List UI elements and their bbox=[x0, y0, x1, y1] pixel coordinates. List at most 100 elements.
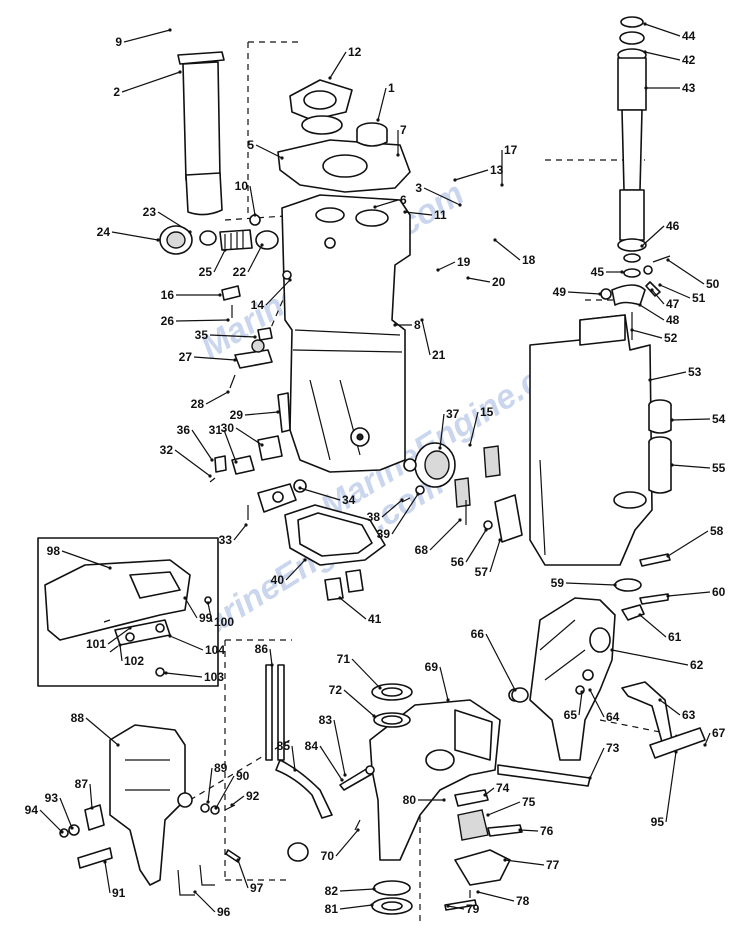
leader-line-15 bbox=[469, 411, 479, 446]
leader-line-85 bbox=[291, 745, 296, 771]
leader-arrow-25 bbox=[223, 248, 227, 252]
leader-line-14 bbox=[265, 279, 291, 306]
leader-arrow-28 bbox=[226, 390, 230, 394]
leader-arrow-41 bbox=[338, 596, 342, 600]
leader-arrow-17 bbox=[500, 183, 504, 187]
callout-label-50: 50 bbox=[706, 277, 720, 291]
leader-line-78 bbox=[477, 891, 515, 902]
callout-label-85: 85 bbox=[277, 739, 291, 753]
leader-arrow-67 bbox=[703, 743, 707, 747]
leader-arrow-104 bbox=[168, 634, 172, 638]
leader-line-64 bbox=[589, 689, 605, 718]
gear-and-blocks bbox=[401, 442, 501, 525]
leader-arrow-74 bbox=[483, 793, 487, 797]
leader-line-36 bbox=[191, 429, 213, 461]
callout-label-27: 27 bbox=[179, 350, 193, 364]
exhaust-housing bbox=[281, 194, 411, 473]
springs-and-bracket bbox=[265, 664, 333, 819]
callout-label-88: 88 bbox=[71, 711, 85, 725]
callout-labels: 1235678910111213141516171819202122232425… bbox=[25, 29, 726, 919]
leader-line-35 bbox=[209, 334, 256, 338]
callout-label-78: 78 bbox=[516, 894, 530, 908]
leader-line-91 bbox=[104, 861, 111, 894]
leader-arrow-6 bbox=[373, 205, 377, 209]
callout-label-25: 25 bbox=[199, 265, 213, 279]
leader-line-46 bbox=[641, 225, 665, 247]
callout-label-70: 70 bbox=[321, 849, 335, 863]
callout-label-97: 97 bbox=[250, 881, 264, 895]
callout-label-21: 21 bbox=[432, 348, 446, 362]
leader-line-59 bbox=[565, 582, 616, 586]
callout-label-18: 18 bbox=[522, 253, 536, 267]
housing-small-parts bbox=[159, 214, 307, 520]
callout-label-77: 77 bbox=[546, 858, 560, 872]
leader-arrow-60 bbox=[666, 594, 670, 598]
leader-arrow-34 bbox=[298, 486, 302, 490]
leader-arrow-101 bbox=[128, 626, 132, 630]
leader-line-86 bbox=[269, 648, 273, 666]
plate-96 bbox=[649, 727, 706, 759]
leader-arrow-57 bbox=[498, 538, 502, 542]
leader-arrow-96 bbox=[193, 890, 197, 894]
leader-line-21 bbox=[421, 319, 431, 356]
leader-arrow-53 bbox=[648, 378, 652, 382]
callout-label-53: 53 bbox=[688, 365, 702, 379]
leader-line-89 bbox=[207, 767, 213, 803]
callout-label-32: 32 bbox=[160, 443, 174, 457]
callout-label-6: 6 bbox=[400, 193, 407, 207]
leader-line-6 bbox=[374, 199, 399, 208]
leader-arrow-73 bbox=[588, 776, 592, 780]
leader-line-99 bbox=[184, 597, 198, 619]
leader-arrow-78 bbox=[476, 890, 480, 894]
cover-plate bbox=[483, 494, 523, 543]
callout-label-67: 67 bbox=[712, 726, 726, 740]
leader-line-2 bbox=[121, 71, 181, 93]
callout-label-64: 64 bbox=[606, 710, 620, 724]
callout-label-10: 10 bbox=[235, 179, 249, 193]
leader-arrow-82 bbox=[372, 887, 376, 891]
leader-arrow-8 bbox=[393, 323, 397, 327]
leader-arrow-65 bbox=[580, 690, 584, 694]
leader-arrow-49 bbox=[598, 292, 602, 296]
leader-arrow-63 bbox=[658, 698, 662, 702]
bolts-57-60 bbox=[614, 553, 671, 621]
leader-arrow-83 bbox=[343, 773, 347, 777]
swivel-bracket bbox=[369, 699, 591, 861]
callout-label-58: 58 bbox=[710, 524, 724, 538]
leader-line-83 bbox=[333, 719, 346, 776]
leader-arrow-12 bbox=[328, 76, 332, 80]
callout-label-76: 76 bbox=[540, 824, 554, 838]
callout-label-5: 5 bbox=[247, 138, 254, 152]
callout-label-74: 74 bbox=[496, 781, 510, 795]
callout-label-82: 82 bbox=[325, 884, 339, 898]
leader-line-73 bbox=[589, 747, 605, 779]
leader-arrow-58 bbox=[666, 554, 670, 558]
leader-arrow-76 bbox=[518, 828, 522, 832]
leader-arrow-35 bbox=[253, 335, 257, 339]
callout-label-51: 51 bbox=[692, 291, 706, 305]
leader-arrow-85 bbox=[293, 768, 297, 772]
leader-arrow-18 bbox=[493, 238, 497, 242]
callout-label-2: 2 bbox=[113, 85, 120, 99]
leader-arrow-33 bbox=[244, 523, 248, 527]
leader-arrow-92 bbox=[230, 803, 234, 807]
leader-arrow-38 bbox=[400, 498, 404, 502]
callout-label-47: 47 bbox=[666, 297, 680, 311]
leader-line-101 bbox=[107, 627, 131, 645]
callout-label-1: 1 bbox=[388, 81, 395, 95]
leader-line-76 bbox=[519, 829, 539, 832]
leader-line-68 bbox=[429, 519, 461, 551]
leader-arrow-102 bbox=[118, 643, 122, 647]
leader-line-57 bbox=[489, 539, 501, 573]
leader-line-87 bbox=[89, 783, 93, 809]
callout-label-39: 39 bbox=[377, 527, 391, 541]
callout-label-91: 91 bbox=[112, 886, 126, 900]
shaft-clamp-parts bbox=[600, 255, 671, 340]
leader-line-65 bbox=[578, 691, 583, 716]
exhaust-tube bbox=[177, 51, 225, 216]
callout-label-8: 8 bbox=[414, 318, 421, 332]
callout-label-20: 20 bbox=[492, 275, 506, 289]
leader-line-24 bbox=[111, 231, 159, 241]
leader-arrow-30 bbox=[260, 443, 264, 447]
